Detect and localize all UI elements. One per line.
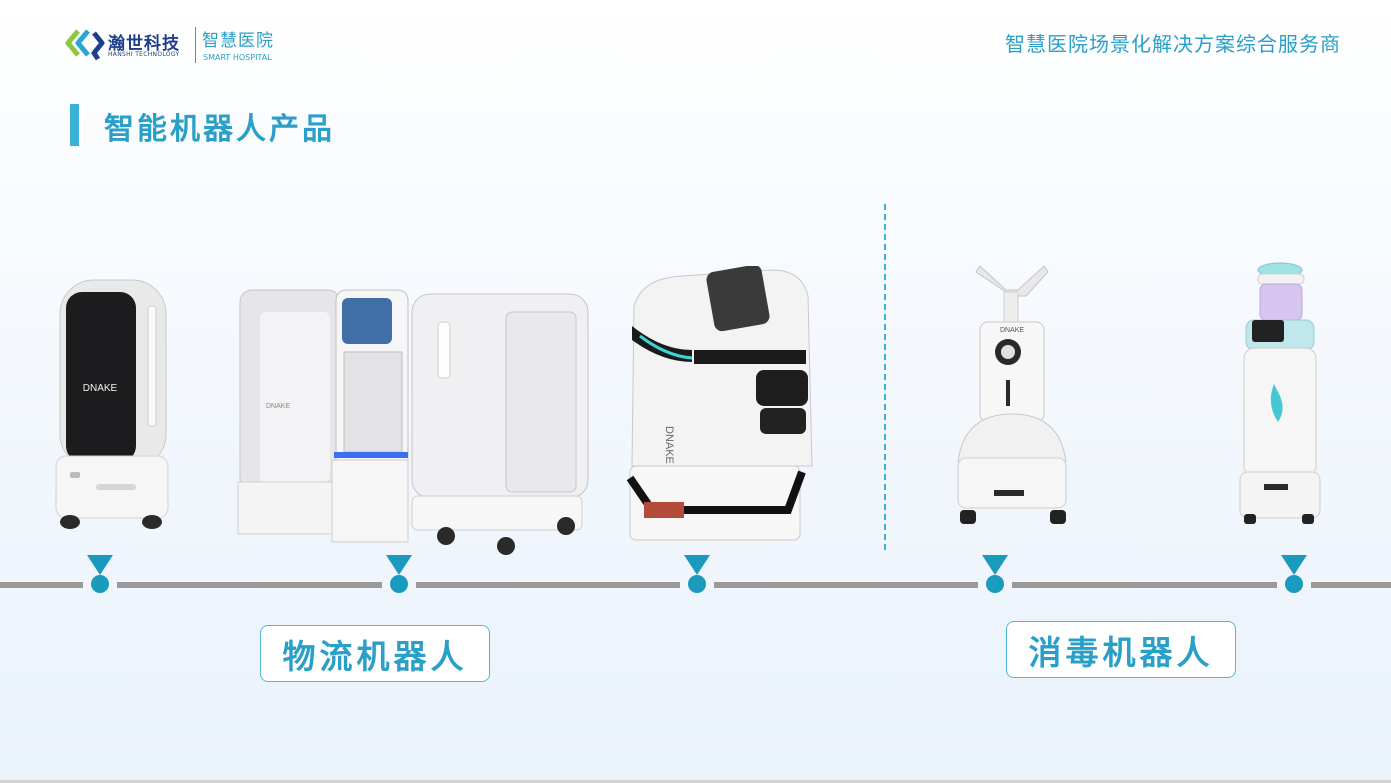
logo-company-name-en: HANSHI TECHNOLOGY: [108, 51, 180, 58]
marker-icon: [978, 555, 1012, 597]
logo-product-name-en: SMART HOSPITAL: [203, 53, 272, 62]
logistics-cabinet-robots-image: DNAKE: [237, 289, 589, 555]
logistics-robot-label: 物流机器人: [260, 625, 490, 682]
delivery-robot-image: DNAKE: [55, 279, 169, 529]
medicine-delivery-robot-image: DNAKE: [626, 266, 813, 541]
brand-label: DNAKE: [83, 383, 118, 394]
marker-icon: [1277, 555, 1311, 597]
brand-label: DNAKE: [266, 403, 290, 410]
spray-disinfection-robot-image: DNAKE: [957, 265, 1067, 524]
page-title: 智能机器人产品: [104, 112, 335, 147]
header-tagline: 智慧医院场景化解决方案综合服务商: [1005, 32, 1341, 56]
bottom-border: [0, 780, 1391, 783]
title-accent-bar: [70, 104, 82, 146]
company-logo: 瀚世科技 HANSHI TECHNOLOGY 智慧医院 SMART HOSPIT…: [64, 24, 273, 66]
marker-icon: [382, 555, 416, 597]
brand-label: DNAKE: [663, 426, 675, 464]
logo-product-name: 智慧医院: [202, 31, 274, 51]
brand-label: DNAKE: [1000, 327, 1024, 334]
category-divider: [884, 204, 886, 550]
disinfection-robot-label: 消毒机器人: [1006, 621, 1236, 678]
logo-company-name: 瀚世科技: [108, 34, 180, 54]
logo-divider: [195, 27, 196, 63]
hanshi-logo-icon: [65, 29, 105, 61]
uv-disinfection-robot-image: [1239, 262, 1321, 524]
marker-icon: [83, 555, 117, 597]
marker-icon: [680, 555, 714, 597]
